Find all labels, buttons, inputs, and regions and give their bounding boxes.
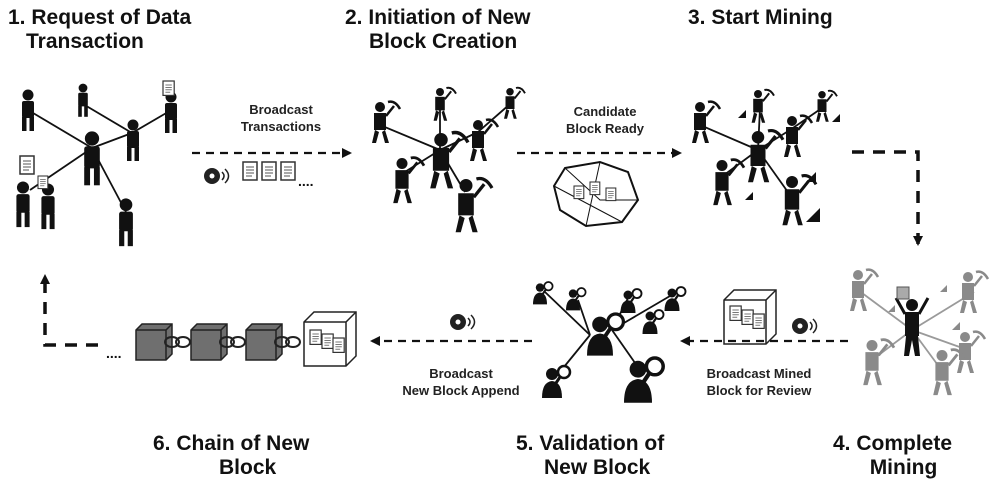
step-1-title: 1. Request of Data Transaction xyxy=(8,6,191,54)
step-1-people-network-icon xyxy=(16,80,177,247)
step-6-blockchain-icon xyxy=(135,311,357,367)
step-2-title-line1: Initiation of New xyxy=(368,6,531,29)
candidate-block-icon xyxy=(552,160,640,228)
transactions-ellipsis: .... xyxy=(298,173,314,189)
chain-ellipsis: .... xyxy=(106,345,122,361)
arrow-4-label: Broadcast Mined Block for Review xyxy=(694,365,824,399)
arrow-1-label-line1: Broadcast xyxy=(249,102,313,117)
arrow-5-label-line2: New Block Append xyxy=(402,383,520,398)
step-2-number: 2. xyxy=(345,6,363,29)
step-4-title-line2: Mining xyxy=(869,456,938,479)
step-3-title-line1: Start Mining xyxy=(711,6,833,29)
step-5-number: 5. xyxy=(516,432,534,455)
step-2-title: 2. Initiation of New Block Creation xyxy=(345,6,531,54)
step-4-title: 4. Complete Mining xyxy=(833,432,952,480)
arrow-4-label-line1: Broadcast Mined xyxy=(706,366,812,381)
step-6-title: 6. Chain of New Block xyxy=(153,432,309,480)
arrow-1-transactions-icon xyxy=(203,161,296,185)
arrow-3 xyxy=(852,150,923,246)
arrow-6 xyxy=(40,274,98,347)
step-6-title-line2: Block xyxy=(219,456,277,479)
step-3-number: 3. xyxy=(688,6,706,29)
step-6-title-line1: Chain of New xyxy=(176,432,310,455)
arrow-2-label: Candidate Block Ready xyxy=(540,103,670,137)
step-1-title-line1: Request of Data xyxy=(31,6,192,29)
arrow-5-broadcast-icon xyxy=(449,313,476,331)
step-1-title-line2: Transaction xyxy=(26,30,144,53)
step-4-number: 4. xyxy=(833,432,851,455)
step-5-title: 5. Validation of New Block xyxy=(516,432,664,480)
step-3-mining-icon xyxy=(690,88,840,227)
step-5-title-line1: Validation of xyxy=(539,432,665,455)
arrow-1-label-line2: Transactions xyxy=(240,119,322,134)
step-1-number: 1. xyxy=(8,6,26,29)
step-4-completed-mining-icon xyxy=(848,268,990,397)
step-4-title-line1: Complete xyxy=(856,432,953,455)
step-2-miners-icon xyxy=(370,86,526,234)
arrow-2-label-line1: Candidate xyxy=(573,104,637,119)
arrow-4-mined-block-icon xyxy=(723,289,818,345)
step-2-title-line2: Block Creation xyxy=(369,30,518,53)
step-5-validators-icon xyxy=(531,280,687,403)
arrow-5-label: Broadcast New Block Append xyxy=(386,365,536,399)
arrow-2-label-line2: Block Ready xyxy=(565,121,645,136)
step-3-title: 3. Start Mining xyxy=(688,6,833,30)
arrow-5-label-line1: Broadcast xyxy=(429,366,493,381)
step-5-title-line2: New Block xyxy=(544,456,651,479)
arrow-4-label-line2: Block for Review xyxy=(706,383,812,398)
step-6-number: 6. xyxy=(153,432,171,455)
arrow-1-label: Broadcast Transactions xyxy=(226,101,336,135)
